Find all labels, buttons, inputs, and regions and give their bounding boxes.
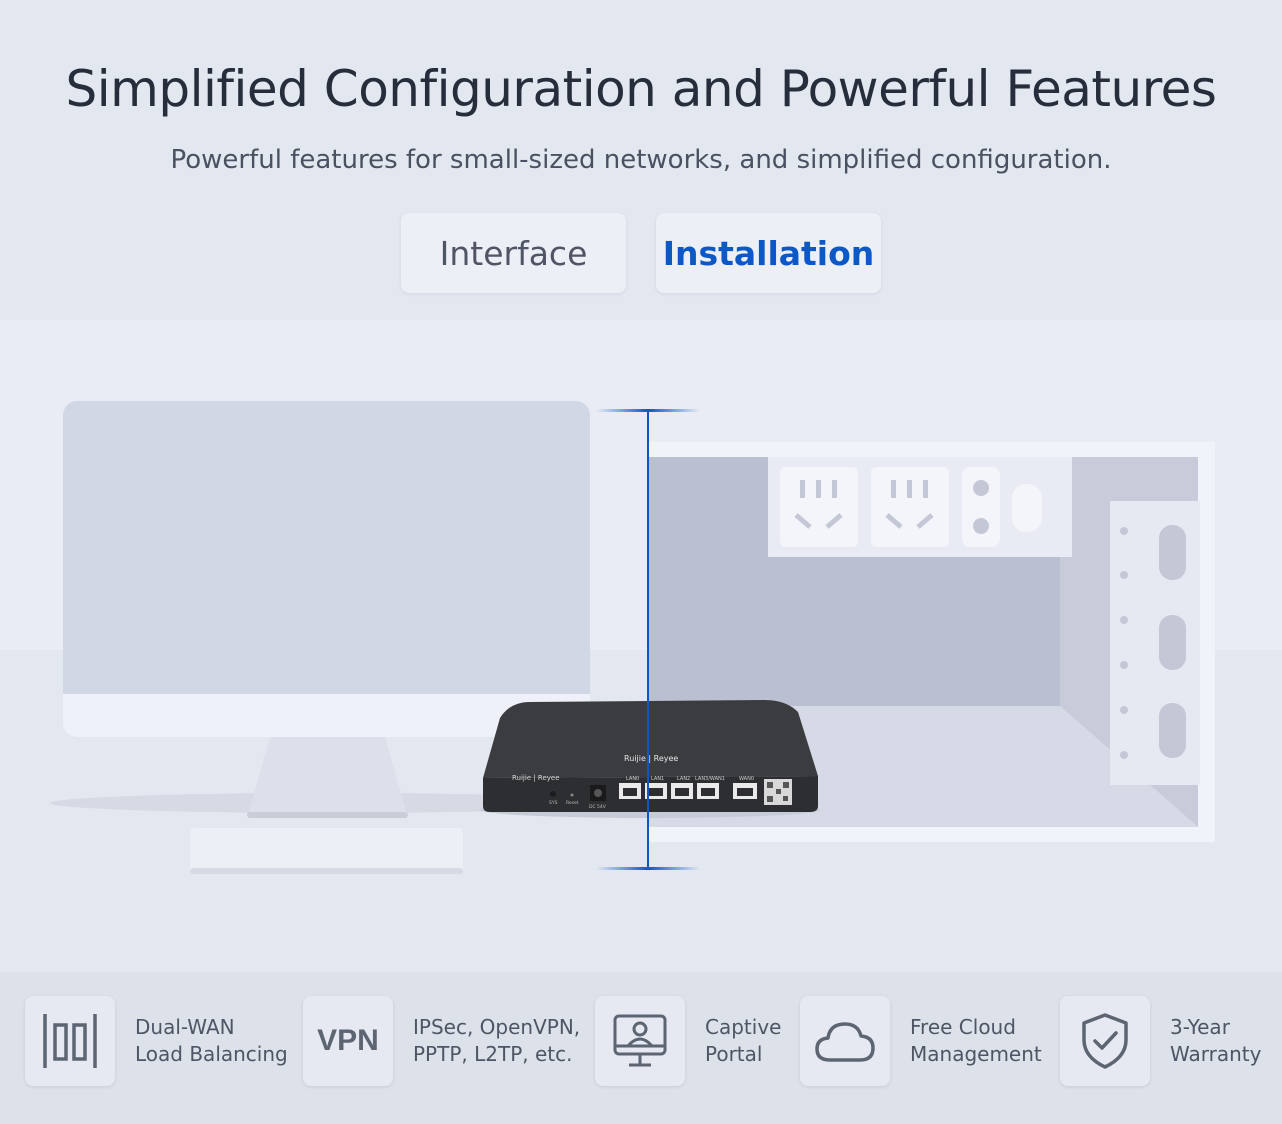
feature-dual-wan: Dual-WAN Load Balancing [25, 996, 288, 1086]
vpn-icon: VPN [303, 996, 393, 1086]
feature-line: Management [910, 1042, 1042, 1066]
installation-scene-svg: Ruijie | Reyee Ruijie | Reyee LAN0 LAN1 … [50, 401, 1215, 874]
feature-line: 3-Year [1170, 1015, 1230, 1039]
page-subtitle: Powerful features for small-sized networ… [170, 145, 1112, 175]
dimension-line [596, 409, 700, 870]
feature-text: 3-Year Warranty [1170, 1014, 1261, 1068]
feature-text: Captive Portal [705, 1014, 781, 1068]
captive-portal-icon [595, 996, 685, 1086]
feature-line: Free Cloud [910, 1015, 1016, 1039]
feature-captive-portal: Captive Portal [595, 996, 781, 1086]
router-device-illustration: Ruijie | Reyee Ruijie | Reyee LAN0 LAN1 … [480, 700, 820, 818]
port-label-lan0: LAN0 [626, 776, 639, 782]
feature-text: Dual-WAN Load Balancing [135, 1014, 288, 1068]
feature-line: IPSec, OpenVPN, [413, 1015, 581, 1039]
device-brand-top: Ruijie | Reyee [624, 754, 678, 763]
feature-line: Load Balancing [135, 1042, 288, 1066]
feature-line: Warranty [1170, 1042, 1262, 1066]
port-label-lan2: LAN2 [677, 776, 690, 782]
page-title: Simplified Configuration and Powerful Fe… [65, 60, 1217, 118]
tab-installation[interactable]: Installation [656, 213, 881, 293]
monitor-illustration [50, 401, 610, 874]
feature-line: PPTP, L2TP, etc. [413, 1042, 573, 1066]
port-label-lan3: LAN3/WAN1 [695, 776, 725, 782]
dual-wan-icon [25, 996, 115, 1086]
shield-check-icon [1060, 996, 1150, 1086]
feature-warranty: 3-Year Warranty [1060, 996, 1261, 1086]
feature-line: Dual-WAN [135, 1015, 235, 1039]
installation-illustration: Ruijie | Reyee Ruijie | Reyee LAN0 LAN1 … [0, 320, 1282, 970]
feature-line: Portal [705, 1042, 763, 1066]
button-label-reset: Reset [566, 800, 579, 806]
port-label-wan0: WAN0 [739, 776, 754, 782]
vpn-icon-text: VPN [317, 1024, 379, 1057]
feature-vpn: VPN IPSec, OpenVPN, PPTP, L2TP, etc. [303, 996, 580, 1086]
feature-line: Captive [705, 1015, 782, 1039]
device-brand-front: Ruijie | Reyee [512, 774, 560, 782]
feature-text: IPSec, OpenVPN, PPTP, L2TP, etc. [413, 1014, 580, 1068]
cloud-icon [800, 996, 890, 1086]
feature-text: Free Cloud Management [910, 1014, 1042, 1068]
feature-cloud: Free Cloud Management [800, 996, 1042, 1086]
button-label-sys: SYS [549, 800, 558, 806]
tab-interface[interactable]: Interface [401, 213, 626, 293]
port-label-lan1: LAN1 [651, 776, 664, 782]
button-label-dc: DC 54V [589, 804, 607, 810]
feature-bar: Dual-WAN Load Balancing VPN IPSec, OpenV… [0, 972, 1282, 1124]
